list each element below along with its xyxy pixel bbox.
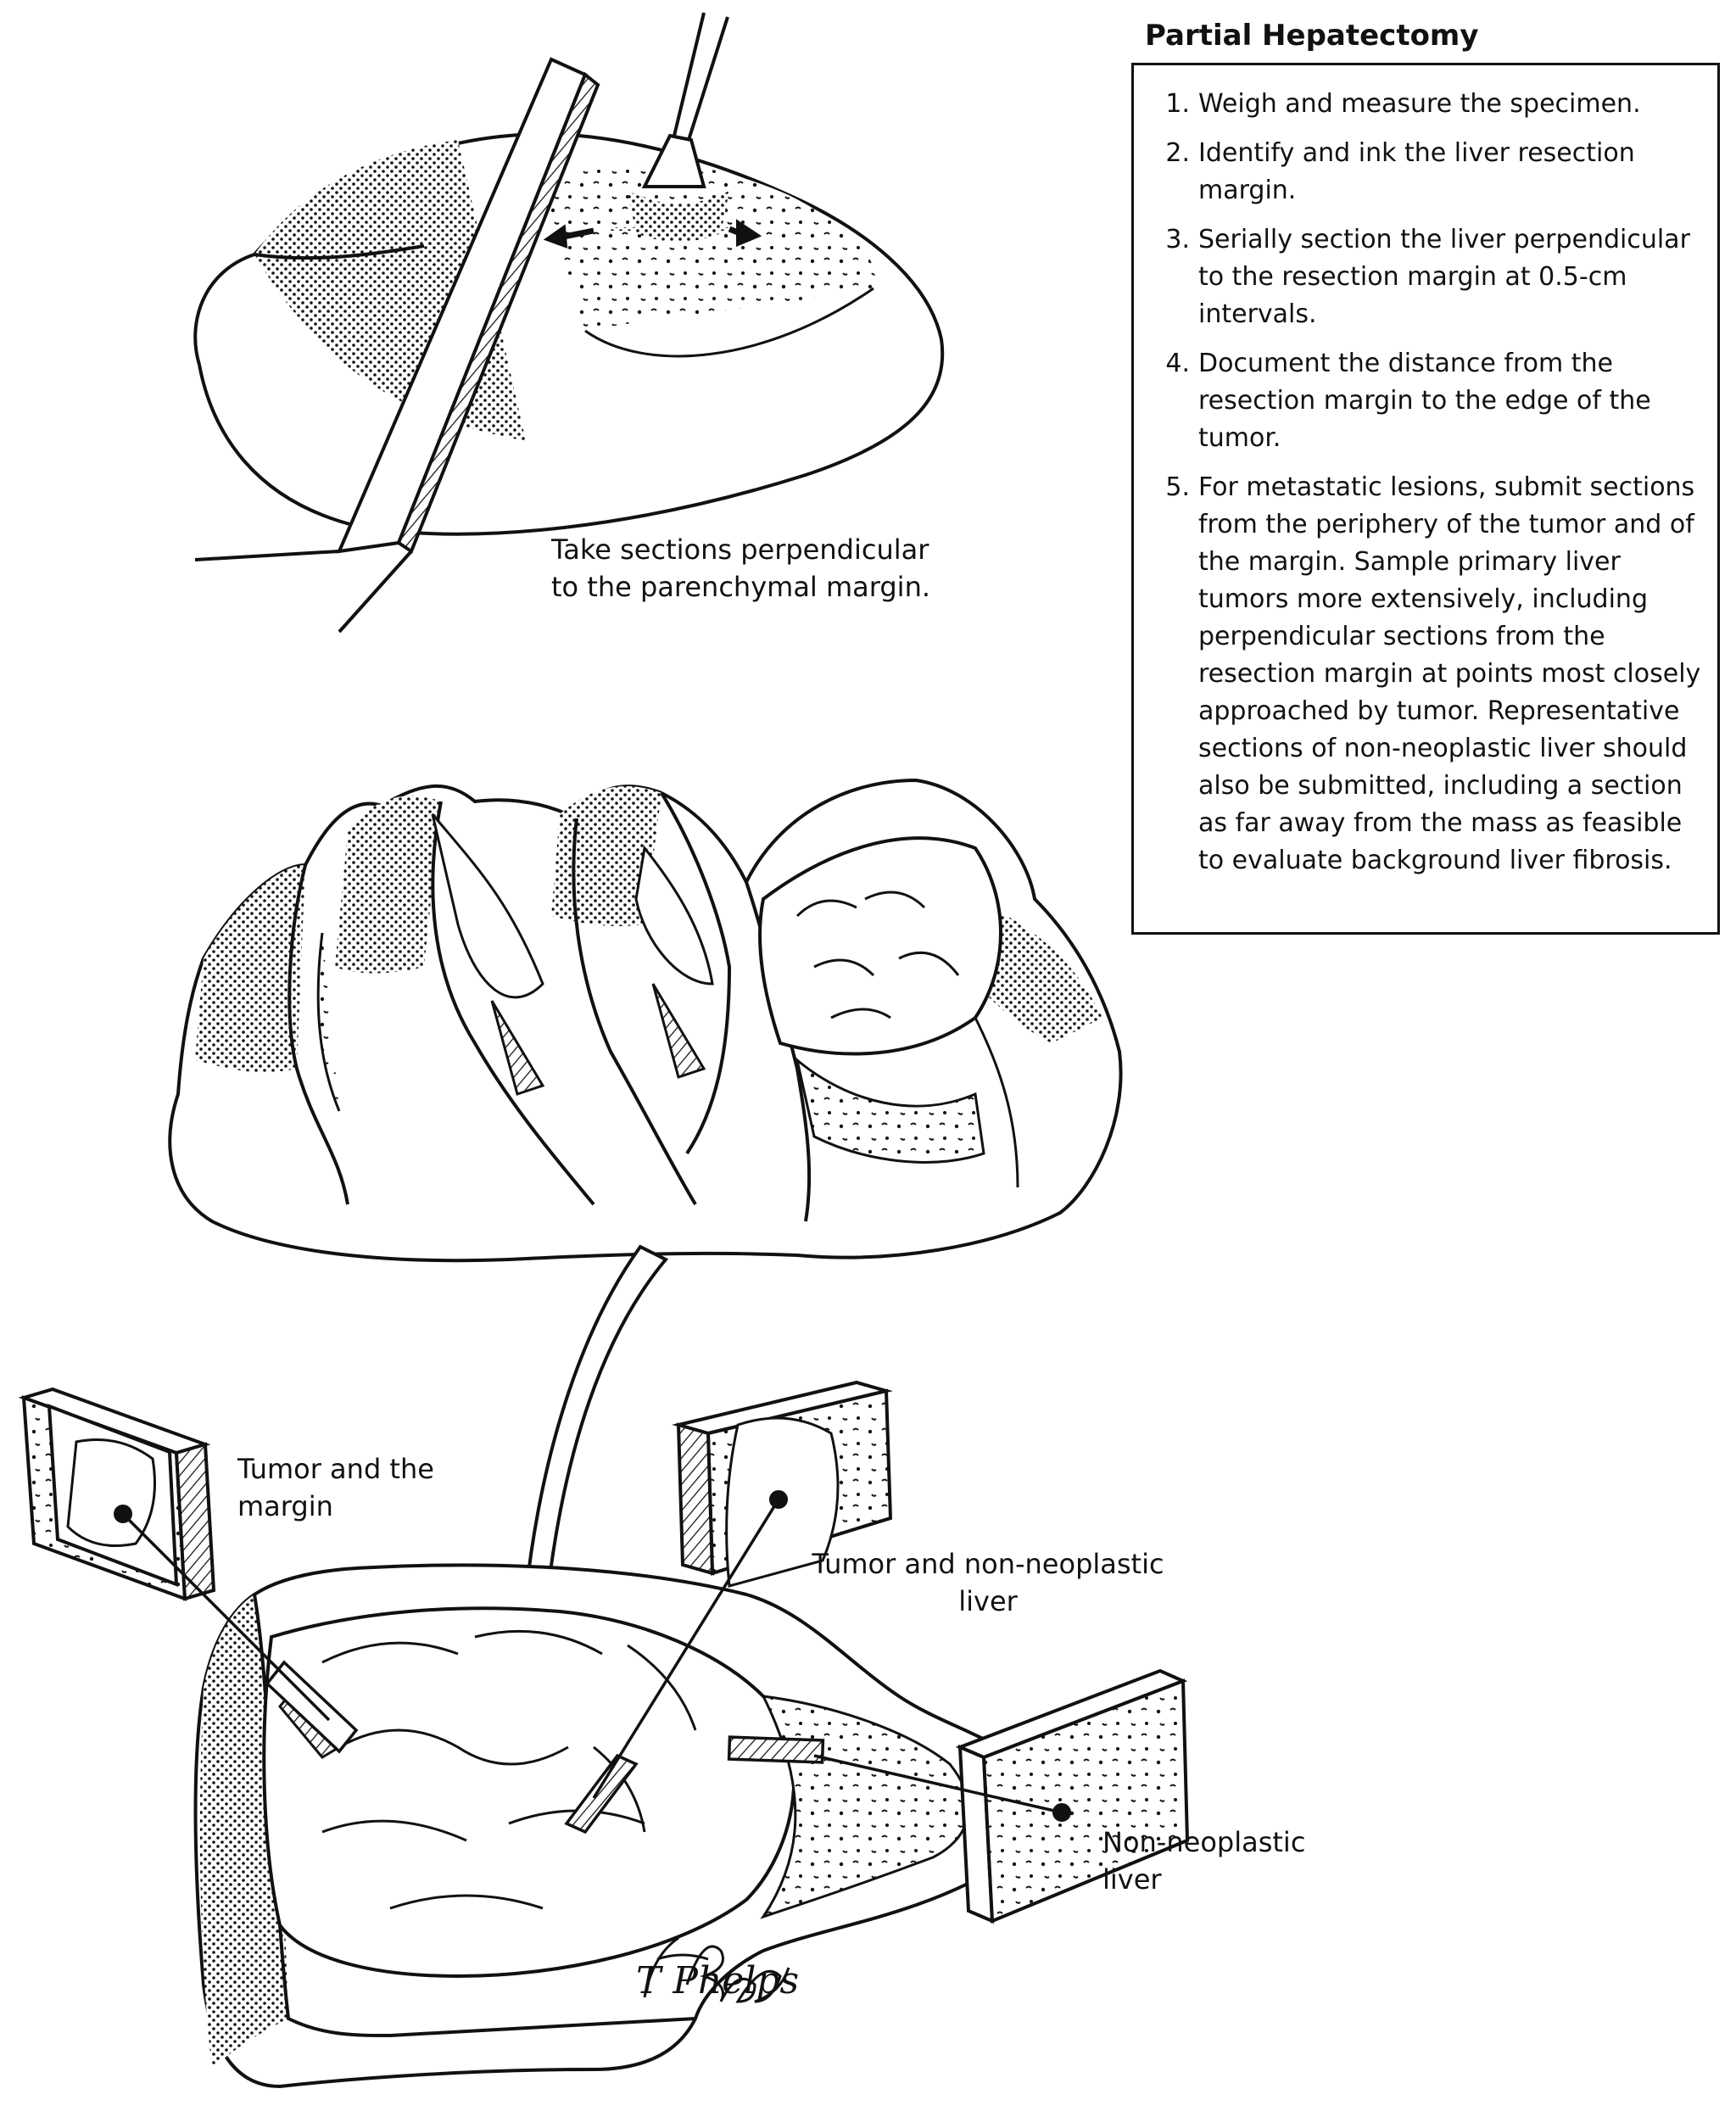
step-number: 3. [1151,221,1198,333]
step-1: 1. Weigh and measure the specimen. [1151,86,1705,123]
step-number: 4. [1151,345,1198,457]
caption-take-sections: Take sections perpendicular to the paren… [551,531,958,606]
step-text: Document the distance from the resection… [1198,345,1705,457]
step-text: Weigh and measure the specimen. [1198,86,1705,123]
step-number: 2. [1151,135,1198,209]
sectioned-liver [170,780,1120,1260]
signature-text: T Phelps [628,1942,848,2019]
step-2: 2. Identify and ink the liver resection … [1151,135,1705,209]
step-text: Serially section the liver perpendicular… [1198,221,1705,333]
caption-nonneoplastic: Non-neoplastic liver [1102,1823,1357,1898]
step-5: 5. For metastatic lesions, submit sectio… [1151,469,1705,880]
cut-slab [196,1565,1041,2086]
step-4: 4. Document the distance from the resect… [1151,345,1705,457]
ink-brush [645,13,728,187]
step-text: Identify and ink the liver resection mar… [1198,135,1705,209]
steps-list: 1. Weigh and measure the specimen. 2. Id… [1131,63,1720,935]
step-number: 1. [1151,86,1198,123]
caption-tumor-margin: Tumor and the margin [237,1450,492,1525]
panel-title: Partial Hepatectomy [1145,19,1736,53]
caption-tumor-nonneoplastic: Tumor and non-neoplastic liver [789,1545,1187,1620]
step-number: 5. [1151,469,1198,880]
step-3: 3. Serially section the liver perpendicu… [1151,221,1705,333]
step-text: For metastatic lesions, submit sections … [1198,469,1705,880]
signature-label: T Phelps [636,1959,799,2002]
top-liver-specimen [195,134,942,534]
